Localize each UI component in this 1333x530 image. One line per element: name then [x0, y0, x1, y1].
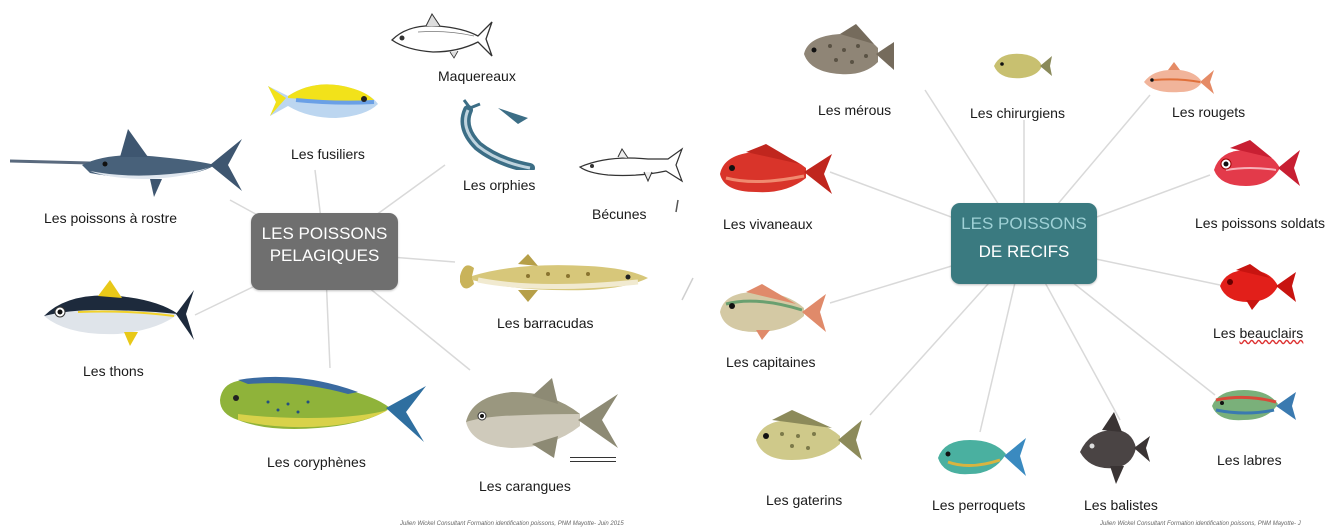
hub-reef: LES POISSONS DE RECIFS [951, 203, 1097, 284]
soldierfish-illustration [1214, 140, 1300, 186]
label-perroquets: Les perroquets [932, 497, 1026, 513]
label-carangues: Les carangues [479, 478, 571, 494]
hub-pelagic-line1: LES POISSONS [261, 224, 388, 243]
fusilier-fish-illustration [268, 84, 378, 118]
mackerel-fish-illustration [390, 13, 493, 59]
label-beauclairs-word: beauclairs [1239, 325, 1304, 341]
label-coryphenes: Les coryphènes [267, 454, 366, 470]
label-rougets: Les rougets [1172, 104, 1246, 120]
parrotfish-illustration [938, 438, 1026, 476]
tuna-fish-illustration [44, 280, 194, 346]
label-orphies: Les orphies [463, 177, 536, 193]
label-thons: Les thons [83, 363, 144, 379]
snapper-fish-illustration [720, 144, 832, 194]
label-becunes: Bécunes [592, 206, 647, 222]
grouper-fish-illustration [804, 24, 894, 75]
label-poissons-soldats: Les poissons soldats [1195, 215, 1325, 231]
mahi-mahi-fish-illustration [220, 376, 426, 442]
barracuda-fish-illustration [460, 254, 648, 302]
hub-pelagic: LES POISSONS PELAGIQUES [251, 213, 398, 290]
bigeye-fish-illustration [1220, 264, 1296, 310]
needlefish-illustration [460, 99, 535, 170]
surgeonfish-illustration [994, 53, 1052, 79]
wrasse-fish-illustration [1212, 390, 1296, 421]
label-beauclairs-prefix: Les [1213, 325, 1240, 341]
trevally-fish-illustration [466, 378, 618, 458]
hub-pelagic-line2: PELAGIQUES [269, 246, 380, 265]
becune-fish-illustration [578, 147, 684, 183]
label-capitaines: Les capitaines [726, 354, 816, 370]
credit-left: Julien Wickel Consultant Formation ident… [400, 521, 624, 527]
hub-reef-line2: DE RECIFS [978, 242, 1070, 261]
label-balistes: Les balistes [1084, 497, 1158, 513]
label-poissons-a-rostre: Les poissons à rostre [44, 210, 178, 226]
label-gaterins: Les gaterins [766, 492, 843, 508]
marlin-fish-illustration [10, 129, 242, 197]
label-beauclairs: Les beauclairs [1213, 325, 1303, 341]
label-chirurgiens: Les chirurgiens [970, 105, 1065, 121]
scale-bar [570, 457, 616, 462]
label-maquereaux: Maquereaux [438, 68, 516, 84]
label-barracudas: Les barracudas [497, 315, 594, 331]
label-merous: Les mérous [818, 102, 892, 118]
emperor-fish-illustration [720, 284, 826, 340]
label-fusiliers: Les fusiliers [291, 146, 365, 162]
sweetlips-fish-illustration [756, 410, 862, 460]
credit-right: Julien Wickel Consultant Formation ident… [1100, 521, 1301, 527]
hub-reef-line1: LES POISSONS [961, 214, 1087, 233]
goatfish-illustration [1144, 62, 1214, 94]
label-vivaneaux: Les vivaneaux [723, 216, 813, 232]
triggerfish-illustration [1080, 412, 1150, 484]
label-labres: Les labres [1217, 452, 1282, 468]
